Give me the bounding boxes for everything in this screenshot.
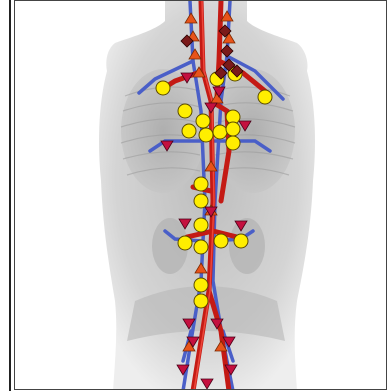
yellow-hexagon-node-icon[interactable]	[194, 278, 208, 292]
yellow-hexagon-node-icon[interactable]	[194, 177, 208, 191]
yellow-hexagon-node-icon[interactable]	[194, 194, 208, 208]
yellow-hexagon-node-icon[interactable]	[234, 234, 248, 248]
left-panel-edge	[0, 0, 11, 391]
yellow-hexagon-node-icon[interactable]	[213, 125, 227, 139]
yellow-hexagon-node-icon[interactable]	[194, 240, 208, 254]
yellow-hexagon-node-icon[interactable]	[226, 136, 240, 150]
right-kidney	[229, 218, 265, 274]
vascular-anatomy-scene[interactable]	[15, 1, 387, 390]
yellow-hexagon-node-icon[interactable]	[194, 218, 208, 232]
yellow-hexagon-node-icon[interactable]	[156, 81, 170, 95]
yellow-hexagon-node-icon[interactable]	[182, 124, 196, 138]
yellow-hexagon-node-icon[interactable]	[226, 122, 240, 136]
vascular-model-viewport[interactable]	[14, 0, 387, 390]
yellow-hexagon-node-icon[interactable]	[178, 104, 192, 118]
yellow-hexagon-node-icon[interactable]	[196, 114, 210, 128]
yellow-hexagon-node-icon[interactable]	[258, 90, 272, 104]
yellow-hexagon-node-icon[interactable]	[178, 236, 192, 250]
yellow-hexagon-node-icon[interactable]	[194, 294, 208, 308]
yellow-hexagon-node-icon[interactable]	[214, 234, 228, 248]
yellow-hexagon-node-icon[interactable]	[199, 128, 213, 142]
